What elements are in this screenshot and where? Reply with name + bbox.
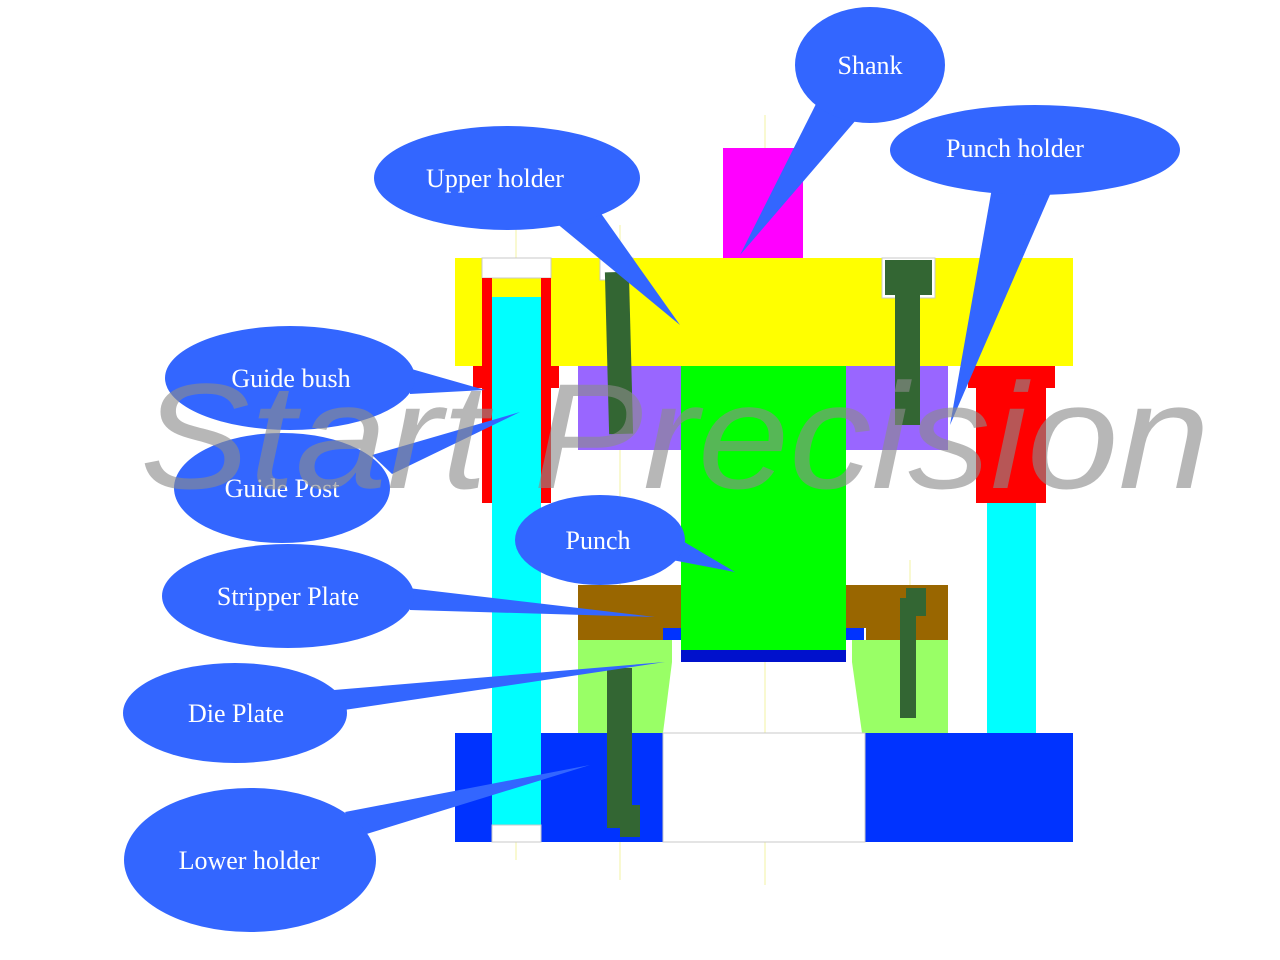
- callout-die-plate-bubble: [123, 663, 347, 763]
- callout-guide-bush: Guide bush: [165, 326, 485, 430]
- callout-guide-bush-pointer: [408, 368, 485, 394]
- callout-guide-post-text: Guide Post: [225, 474, 341, 503]
- callout-stripper-plate: Stripper Plate: [162, 544, 655, 648]
- callout-lower-holder-bubble: [124, 788, 376, 932]
- stripper-screw-right-body: [900, 598, 916, 718]
- callout-shank: Shank: [740, 7, 945, 255]
- upper-screw-right-body: [895, 295, 920, 425]
- punch-tip: [681, 650, 846, 662]
- guide-bush-left-flange-outer: [473, 366, 492, 388]
- guide-bush-left-flange-inner: [541, 366, 559, 388]
- callout-punch-text: Punch: [566, 526, 631, 555]
- lower-holder-opening: [662, 732, 866, 843]
- stripper-insert-right: [846, 628, 864, 640]
- guide-bush-left-wall-inner: [541, 278, 551, 503]
- callout-die-plate: Die Plate: [123, 662, 665, 763]
- guide-bush-left-wall-outer: [482, 278, 492, 503]
- guide-bush-left: [473, 278, 559, 503]
- callout-guide-bush-bubble: [165, 326, 415, 430]
- stripper-plate-left: [578, 585, 681, 640]
- callout-upper-holder-bubble: [374, 126, 640, 230]
- callout-lower-holder-pointer: [345, 765, 590, 836]
- watermark-text: Start Precision: [140, 352, 1210, 520]
- callout-guide-post-bubble: [174, 433, 390, 543]
- callout-shank-bubble: [795, 7, 945, 123]
- callout-lower-holder-text: Lower holder: [179, 846, 320, 875]
- guide-bush-right: [968, 366, 1055, 503]
- upper-holder-guide-hole: [481, 257, 552, 279]
- callout-shank-pointer: [740, 100, 856, 255]
- callout-upper-holder-pointer: [555, 212, 680, 325]
- lower-screw-left-head: [620, 805, 640, 837]
- upper-screw-right: [885, 260, 932, 425]
- lower-holder-right: [865, 733, 1073, 842]
- callout-punch-bubble: [515, 495, 685, 585]
- upper-screw-right-head: [885, 260, 932, 295]
- punch: [681, 366, 846, 650]
- callout-punch: Punch: [515, 495, 735, 585]
- callout-punch-holder-text: Punch holder: [946, 134, 1084, 163]
- callout-shank-text: Shank: [838, 51, 903, 80]
- callout-upper-holder: Upper holder: [374, 126, 680, 325]
- callout-punch-holder-bubble: [890, 105, 1180, 195]
- guide-post-right: [987, 503, 1036, 733]
- callout-guide-post: Guide Post: [174, 412, 520, 543]
- callout-upper-holder-text: Upper holder: [426, 164, 564, 193]
- callout-die-plate-text: Die Plate: [188, 699, 284, 728]
- stripper-screw-right: [900, 588, 926, 718]
- callout-lower-holder: Lower holder: [124, 765, 590, 932]
- callout-guide-bush-text: Guide bush: [231, 364, 350, 393]
- stripper-insert-left: [663, 628, 681, 640]
- guide-post-left-hole: [491, 824, 542, 843]
- upper-screw-left: [604, 271, 634, 435]
- callout-punch-holder-pointer: [950, 188, 1052, 425]
- lower-screw-left: [607, 668, 640, 837]
- callout-punch-holder: Punch holder: [890, 105, 1180, 425]
- callout-die-plate-pointer: [334, 662, 665, 710]
- callout-stripper-plate-pointer: [408, 588, 655, 617]
- lower-screw-left-body: [607, 668, 632, 828]
- callout-stripper-plate-text: Stripper Plate: [217, 582, 359, 611]
- callout-guide-post-pointer: [372, 412, 520, 474]
- callout-stripper-plate-bubble: [162, 544, 414, 648]
